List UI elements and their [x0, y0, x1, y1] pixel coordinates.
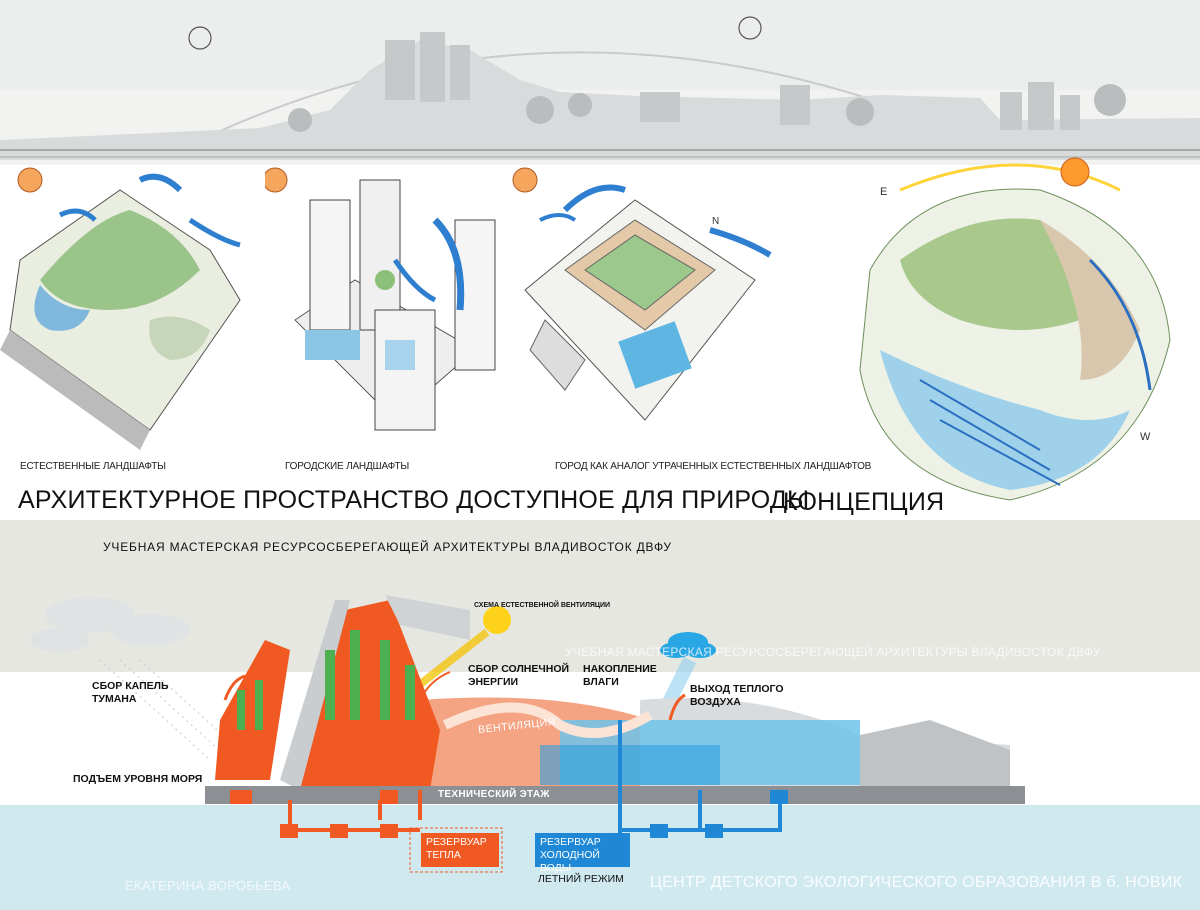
sun-icon: [17, 167, 43, 193]
technical-floor-label: ТЕХНИЧЕСКИЙ ЭТАЖ: [438, 789, 550, 800]
main-title: АРХИТЕКТУРНОЕ ПРОСТРАНСТВО ДОСТУПНОЕ ДЛЯ…: [18, 486, 810, 514]
sun-icon: [188, 16, 762, 50]
cold-tank-label-2: ХОЛОДНОЙ ВОДЫ: [540, 849, 600, 874]
caption-natural: ЕСТЕСТВЕННЫЕ ЛАНДШАФТЫ: [20, 461, 166, 472]
city-analog-sketch: N: [512, 167, 772, 421]
warm-air-label-1: ВЫХОД ТЕПЛОГО: [690, 683, 784, 695]
fog-label-2: ТУМАНА: [92, 693, 137, 705]
heat-reservoir: РЕЗЕРВУАР ТЕПЛА: [421, 833, 499, 867]
natural-landscape-sketch: [0, 167, 241, 450]
rain-cloud-icon: [660, 632, 716, 658]
cold-tank-label-1: РЕЗЕРВУАР: [540, 836, 601, 848]
sun-icon: [483, 606, 511, 634]
fog-label-1: СБОР КАПЕЛЬ: [92, 680, 169, 692]
cold-water-reservoir: РЕЗЕРВУАР ХОЛОДНОЙ ВОДЫ: [535, 833, 630, 874]
caption-urban: ГОРОДСКИЕ ЛАНДШАФТЫ: [285, 461, 410, 472]
compass-e: E: [880, 186, 887, 198]
caption-city-analog: ГОРОД КАК АНАЛОГ УТРАЧЕННЫХ ЕСТЕСТВЕННЫХ…: [555, 461, 872, 472]
solar-label-1: СБОР СОЛНЕЧНОЙ: [468, 663, 570, 675]
compass-w: W: [1140, 431, 1151, 443]
ghost-author-text: ЕКАТЕРИНА ВОРОБЬЕВА: [125, 878, 291, 893]
urban-landscape-sketch: [265, 167, 496, 431]
subtitle-band: [0, 520, 1200, 672]
workshop-subtitle: УЧЕБНАЯ МАСТЕРСКАЯ РЕСУРСОСБЕРЕГАЮЩЕЙ АР…: [103, 540, 672, 554]
skyline-sketch: [0, 0, 1200, 165]
compass-n: N: [712, 216, 719, 227]
heat-tank-label-2: ТЕПЛА: [426, 849, 461, 861]
sun-icon: [265, 167, 288, 193]
sun-icon: [512, 167, 538, 193]
concept-title: КОНЦЕПЦИЯ: [783, 488, 945, 516]
sea-level-label: ПОДЪЕМ УРОВНЯ МОРЯ: [73, 773, 203, 785]
summer-mode-label: ЛЕТНИЙ РЕЖИМ: [538, 873, 624, 885]
moisture-label-1: НАКОПЛЕНИЕ: [583, 663, 657, 675]
moisture-label-2: ВЛАГИ: [583, 676, 619, 688]
ghost-workshop-text: УЧЕБНАЯ МАСТЕРСКАЯ РЕСУРСОСБЕРЕГАЮЩЕЙ АР…: [565, 645, 1101, 659]
solar-label-2: ЭНЕРГИИ: [468, 676, 519, 688]
sun-icon: [1060, 157, 1090, 187]
heat-tank-label-1: РЕЗЕРВУАР: [426, 836, 487, 848]
ghost-center-text: ЦЕНТР ДЕТСКОГО ЭКОЛОГИЧЕСКОГО ОБРАЗОВАНИ…: [650, 874, 1183, 891]
ventilation-scheme-label: СХЕМА ЕСТЕСТВЕННОЙ ВЕНТИЛЯЦИИ: [474, 602, 611, 609]
building-section-diagram: [0, 595, 1200, 910]
fog-cloud-icon: [30, 597, 190, 652]
warm-air-label-2: ВОЗДУХА: [690, 696, 741, 708]
concept-sketch: E W: [859, 157, 1171, 501]
